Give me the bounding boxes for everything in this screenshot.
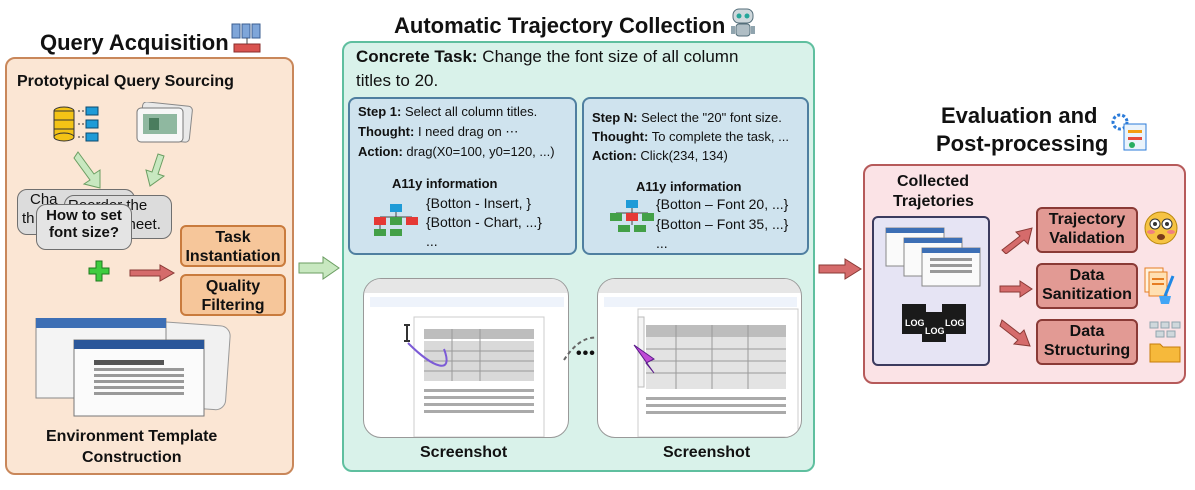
server-icon xyxy=(230,22,264,61)
step-1-action-line: Action: drag(X0=100, y0=120, ...) xyxy=(358,144,555,159)
environment-template-label-2: Construction xyxy=(82,449,182,466)
trajectory-collection-title: Automatic Trajectory Collection xyxy=(394,13,726,38)
step-n-action-text: Click(234, 134) xyxy=(640,148,728,163)
query-bubble-front-line2: font size? xyxy=(49,224,119,241)
concrete-task-text-1: Change the font size of all column xyxy=(482,47,739,66)
step-1-thought-line: Thought: I need drag on ⋯ xyxy=(358,124,518,140)
step-n-action-line: Action: Click(234, 134) xyxy=(592,148,728,163)
step-1-step-label: Step 1: xyxy=(358,104,402,119)
green-arrow-to-collection xyxy=(298,256,340,280)
data-sanitization-box: Data Sanitization xyxy=(1036,263,1138,309)
red-arrow-structuring xyxy=(999,319,1031,347)
step-1-box: Step 1: Select all column titles. Though… xyxy=(348,97,577,255)
log-label-3: LOG xyxy=(945,318,965,328)
log-label-2: LOG xyxy=(925,326,945,336)
step-1-a11y-line3: ... xyxy=(426,233,438,249)
green-arrow-down-right xyxy=(145,153,166,187)
database-icon xyxy=(52,105,104,150)
step-n-thought-line: Thought: To complete the task, ... xyxy=(592,129,789,144)
step-n-thought-label: Thought: xyxy=(592,129,649,144)
step-n-a11y-line1: {Botton – Font 20, ...} xyxy=(656,196,789,212)
tablet-screens-icon xyxy=(135,101,197,153)
plus-icon xyxy=(88,260,110,287)
screenshot-label-2: Screenshot xyxy=(663,444,751,461)
collected-trajectories-label-1: Collected xyxy=(897,173,970,190)
environment-template-label-1: Environment Template xyxy=(46,428,218,445)
screenshot-2 xyxy=(597,278,802,438)
step-1-action-label: Action: xyxy=(358,144,403,159)
green-arrow-down-left xyxy=(73,151,101,189)
quality-filtering-box: Quality Filtering xyxy=(180,274,286,316)
a11y-tree-icon xyxy=(372,203,420,240)
task-instantiation-box: Task Instantiation xyxy=(180,225,286,267)
query-bubble-front: How to set font size? xyxy=(36,204,132,250)
step-1-thought-label: Thought: xyxy=(358,124,415,139)
step-n-a11y-title: A11y information xyxy=(636,179,742,194)
screenshot-label-1: Screenshot xyxy=(420,444,508,461)
flushed-face-icon xyxy=(1143,210,1179,251)
query-bubble-front-line1: How to set xyxy=(46,207,122,224)
step-n-step-label: Step N: xyxy=(592,110,638,125)
documents-broom-icon xyxy=(1143,266,1179,311)
evaluation-title-line2: Post-processing xyxy=(936,131,1109,156)
red-arrow-sanitization xyxy=(999,280,1033,298)
step-1-a11y-line1: {Botton - Insert, } xyxy=(426,195,532,211)
step-1-a11y-title: A11y information xyxy=(392,176,498,191)
a11y-tree-icon-2 xyxy=(608,199,656,236)
folder-structure-icon xyxy=(1148,320,1182,369)
collected-trajectories-label-2: Trajetories xyxy=(893,193,974,210)
step-1-step-line: Step 1: Select all column titles. xyxy=(358,104,537,119)
red-arrow-to-evaluation xyxy=(818,258,862,280)
data-structuring-box: Data Structuring xyxy=(1036,319,1138,365)
red-arrow-to-task xyxy=(129,264,176,282)
concrete-task-line1: Concrete Task: Change the font size of a… xyxy=(356,47,738,67)
dashed-connector xyxy=(563,336,621,361)
checklist-gear-icon xyxy=(1110,112,1150,157)
step-n-action-label: Action: xyxy=(592,148,637,163)
concrete-task-line2: titles to 20. xyxy=(356,71,439,90)
step-n-a11y-line3: ... xyxy=(656,235,668,251)
query-acquisition-title: Query Acquisition xyxy=(40,30,229,55)
query-bubble-back-text-3: th xyxy=(22,210,35,227)
red-arrow-validation xyxy=(1001,227,1033,254)
evaluation-title-line1: Evaluation and xyxy=(941,103,1098,128)
step-n-step-text: Select the "20" font size. xyxy=(641,110,782,125)
robot-icon xyxy=(728,6,758,45)
step-1-thought-text: I need drag on ⋯ xyxy=(417,124,519,139)
step-1-action-text: drag(X0=100, y0=120, ...) xyxy=(406,144,555,159)
step-1-a11y-line2: {Botton - Chart, ...} xyxy=(426,214,542,230)
ellipsis: ••• xyxy=(576,345,596,362)
step-1-step-text: Select all column titles. xyxy=(404,104,538,119)
prototypical-query-heading: Prototypical Query Sourcing xyxy=(17,73,234,90)
screenshot-1 xyxy=(363,278,569,438)
step-n-step-line: Step N: Select the "20" font size. xyxy=(592,110,782,125)
step-n-box: Step N: Select the "20" font size. Thoug… xyxy=(582,97,809,255)
trajectory-validation-box: Trajectory Validation xyxy=(1036,207,1138,253)
environment-template-illustration xyxy=(34,317,234,423)
step-n-thought-text: To complete the task, ... xyxy=(651,129,789,144)
log-label-1: LOG xyxy=(905,318,925,328)
query-bubble-back-text-1: Cha xyxy=(30,191,58,208)
step-n-a11y-line2: {Botton – Font 35, ...} xyxy=(656,216,789,232)
concrete-task-label: Concrete Task: xyxy=(356,47,478,66)
collected-trajectories-box: LOG LOG LOG xyxy=(872,216,990,366)
